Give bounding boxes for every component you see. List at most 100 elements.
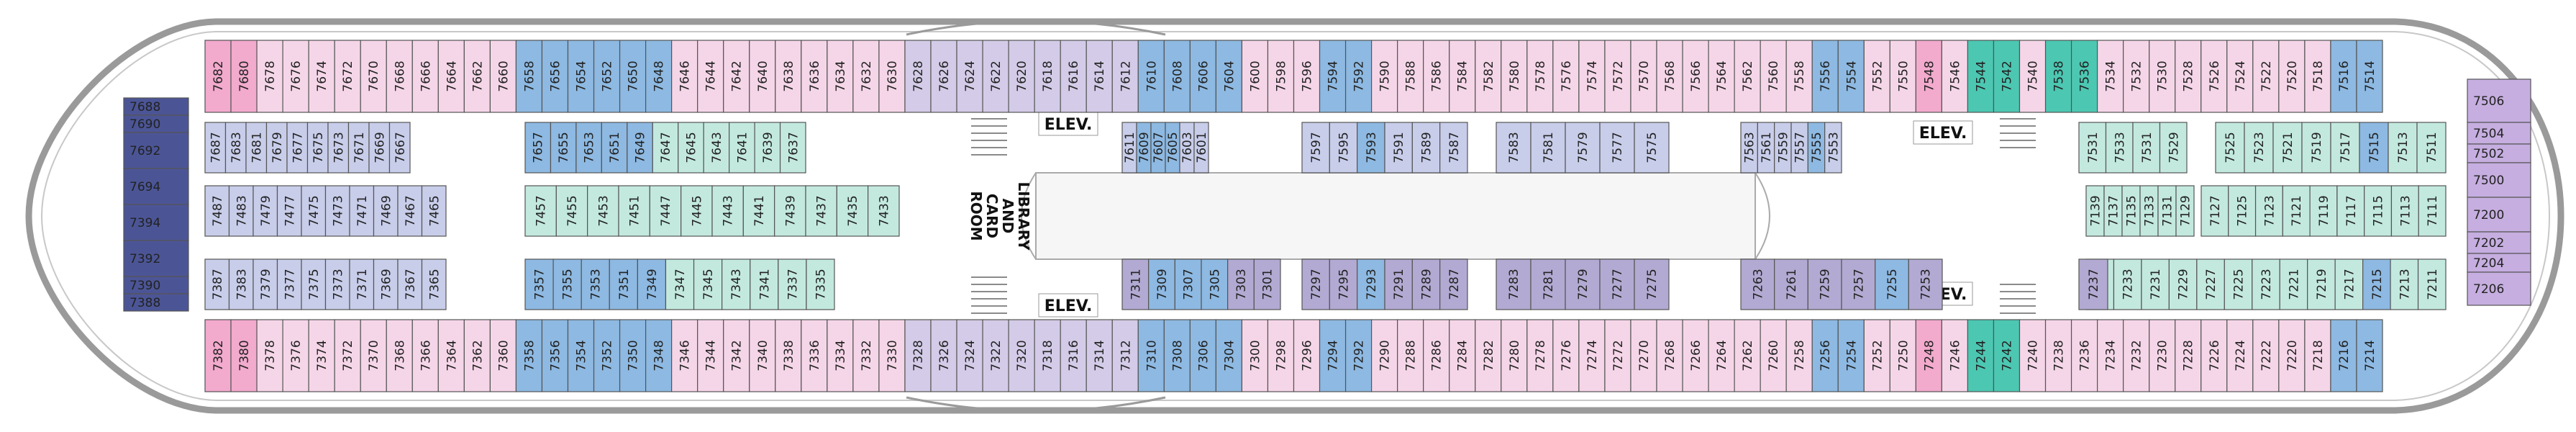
cabin-7305[interactable]: 7305 <box>1201 258 1229 310</box>
cabin-7594[interactable]: 7594 <box>1319 40 1347 113</box>
cabin-7301[interactable]: 7301 <box>1253 258 1281 310</box>
cabin-7637[interactable]: 7637 <box>779 122 806 174</box>
cabin-7530[interactable]: 7530 <box>2149 40 2176 113</box>
cabin-7133[interactable]: 7133 <box>2139 185 2159 237</box>
cabin-7356[interactable]: 7356 <box>541 319 569 392</box>
cabin-7583[interactable]: 7583 <box>1496 122 1532 174</box>
cabin-7268[interactable]: 7268 <box>1656 319 1683 392</box>
cabin-7278[interactable]: 7278 <box>1526 319 1554 392</box>
cabin-7326[interactable]: 7326 <box>930 319 957 392</box>
cabin-7343[interactable]: 7343 <box>722 258 751 310</box>
cabin-7559[interactable]: 7559 <box>1774 122 1792 174</box>
cabin-7681[interactable]: 7681 <box>245 122 268 174</box>
cabin-7487[interactable]: 7487 <box>204 185 230 237</box>
cabin-7294[interactable]: 7294 <box>1319 319 1347 392</box>
cabin-7380[interactable]: 7380 <box>230 319 258 392</box>
cabin-7211[interactable]: 7211 <box>2417 258 2447 310</box>
cabin-7531[interactable]: 7531 <box>2132 122 2161 174</box>
cabin-7240[interactable]: 7240 <box>2019 319 2047 392</box>
cabin-7127[interactable]: 7127 <box>2200 185 2229 237</box>
cabin-7678[interactable]: 7678 <box>256 40 283 113</box>
cabin-7308[interactable]: 7308 <box>1163 319 1191 392</box>
cabin-7263[interactable]: 7263 <box>1740 258 1775 310</box>
cabin-7455[interactable]: 7455 <box>555 185 588 237</box>
cabin-7290[interactable]: 7290 <box>1371 319 1398 392</box>
cabin-7439[interactable]: 7439 <box>774 185 806 237</box>
cabin-7630[interactable]: 7630 <box>878 40 906 113</box>
cabin-7270[interactable]: 7270 <box>1630 319 1657 392</box>
cabin-7117[interactable]: 7117 <box>2336 185 2365 237</box>
cabin-7475[interactable]: 7475 <box>301 185 327 237</box>
cabin-7577[interactable]: 7577 <box>1599 122 1635 174</box>
cabin-7277[interactable]: 7277 <box>1599 258 1635 310</box>
cabin-7382[interactable]: 7382 <box>204 319 232 392</box>
cabin-7628[interactable]: 7628 <box>904 40 932 113</box>
cabin-7244[interactable]: 7244 <box>1967 319 1995 392</box>
cabin-7366[interactable]: 7366 <box>411 319 439 392</box>
cabin-7372[interactable]: 7372 <box>334 319 361 392</box>
cabin-7600[interactable]: 7600 <box>1241 40 1269 113</box>
cabin-7388[interactable]: 7388 <box>123 293 189 312</box>
cabin-7330[interactable]: 7330 <box>878 319 906 392</box>
cabin-7526[interactable]: 7526 <box>2200 40 2228 113</box>
cabin-7238[interactable]: 7238 <box>2044 319 2072 392</box>
cabin-7521[interactable]: 7521 <box>2272 122 2303 174</box>
cabin-7373[interactable]: 7373 <box>324 258 350 310</box>
cabin-7677[interactable]: 7677 <box>286 122 309 174</box>
cabin-7274[interactable]: 7274 <box>1578 319 1606 392</box>
cabin-7266[interactable]: 7266 <box>1682 319 1709 392</box>
cabin-7115[interactable]: 7115 <box>2364 185 2393 237</box>
cabin-7672[interactable]: 7672 <box>334 40 361 113</box>
cabin-7477[interactable]: 7477 <box>276 185 302 237</box>
cabin-7655[interactable]: 7655 <box>550 122 577 174</box>
cabin-7616[interactable]: 7616 <box>1060 40 1087 113</box>
cabin-7622[interactable]: 7622 <box>982 40 1009 113</box>
cabin-7264[interactable]: 7264 <box>1708 319 1735 392</box>
cabin-7353[interactable]: 7353 <box>581 258 610 310</box>
cabin-7257[interactable]: 7257 <box>1841 258 1876 310</box>
cabin-7231[interactable]: 7231 <box>2141 258 2170 310</box>
cabin-7284[interactable]: 7284 <box>1449 319 1476 392</box>
cabin-7224[interactable]: 7224 <box>2226 319 2254 392</box>
cabin-7596[interactable]: 7596 <box>1293 40 1321 113</box>
cabin-7335[interactable]: 7335 <box>806 258 835 310</box>
cabin-7383[interactable]: 7383 <box>228 258 254 310</box>
cabin-7276[interactable]: 7276 <box>1552 319 1580 392</box>
cabin-7471[interactable]: 7471 <box>349 185 375 237</box>
cabin-7662[interactable]: 7662 <box>463 40 491 113</box>
cabin-7364[interactable]: 7364 <box>437 319 465 392</box>
cabin-7227[interactable]: 7227 <box>2196 258 2225 310</box>
cabin-7575[interactable]: 7575 <box>1634 122 1670 174</box>
cabin-7282[interactable]: 7282 <box>1475 319 1502 392</box>
cabin-7344[interactable]: 7344 <box>697 319 724 392</box>
cabin-7230[interactable]: 7230 <box>2149 319 2176 392</box>
cabin-7639[interactable]: 7639 <box>754 122 781 174</box>
cabin-7137[interactable]: 7137 <box>2103 185 2123 237</box>
cabin-7570[interactable]: 7570 <box>1630 40 1657 113</box>
cabin-7303[interactable]: 7303 <box>1227 258 1255 310</box>
cabin-7592[interactable]: 7592 <box>1344 40 1373 113</box>
cabin-7568[interactable]: 7568 <box>1656 40 1683 113</box>
cabin-7376[interactable]: 7376 <box>282 319 309 392</box>
cabin-7586[interactable]: 7586 <box>1423 40 1450 113</box>
cabin-7634[interactable]: 7634 <box>827 40 854 113</box>
cabin-7525[interactable]: 7525 <box>2215 122 2245 174</box>
cabin-7644[interactable]: 7644 <box>697 40 724 113</box>
cabin-7582[interactable]: 7582 <box>1475 40 1502 113</box>
cabin-7314[interactable]: 7314 <box>1086 319 1113 392</box>
cabin-7250[interactable]: 7250 <box>1889 319 1916 392</box>
cabin-7377[interactable]: 7377 <box>276 258 302 310</box>
cabin-7694[interactable]: 7694 <box>123 168 189 205</box>
cabin-7674[interactable]: 7674 <box>308 40 335 113</box>
cabin-7687[interactable]: 7687 <box>204 122 227 174</box>
cabin-7680[interactable]: 7680 <box>230 40 258 113</box>
cabin-7520[interactable]: 7520 <box>2278 40 2306 113</box>
cabin-7307[interactable]: 7307 <box>1174 258 1202 310</box>
cabin-7603[interactable]: 7603 <box>1179 122 1195 174</box>
cabin-7605[interactable]: 7605 <box>1165 122 1180 174</box>
cabin-7332[interactable]: 7332 <box>852 319 880 392</box>
cabin-7542[interactable]: 7542 <box>1993 40 2021 113</box>
cabin-7123[interactable]: 7123 <box>2254 185 2283 237</box>
cabin-7643[interactable]: 7643 <box>703 122 730 174</box>
cabin-7566[interactable]: 7566 <box>1682 40 1709 113</box>
